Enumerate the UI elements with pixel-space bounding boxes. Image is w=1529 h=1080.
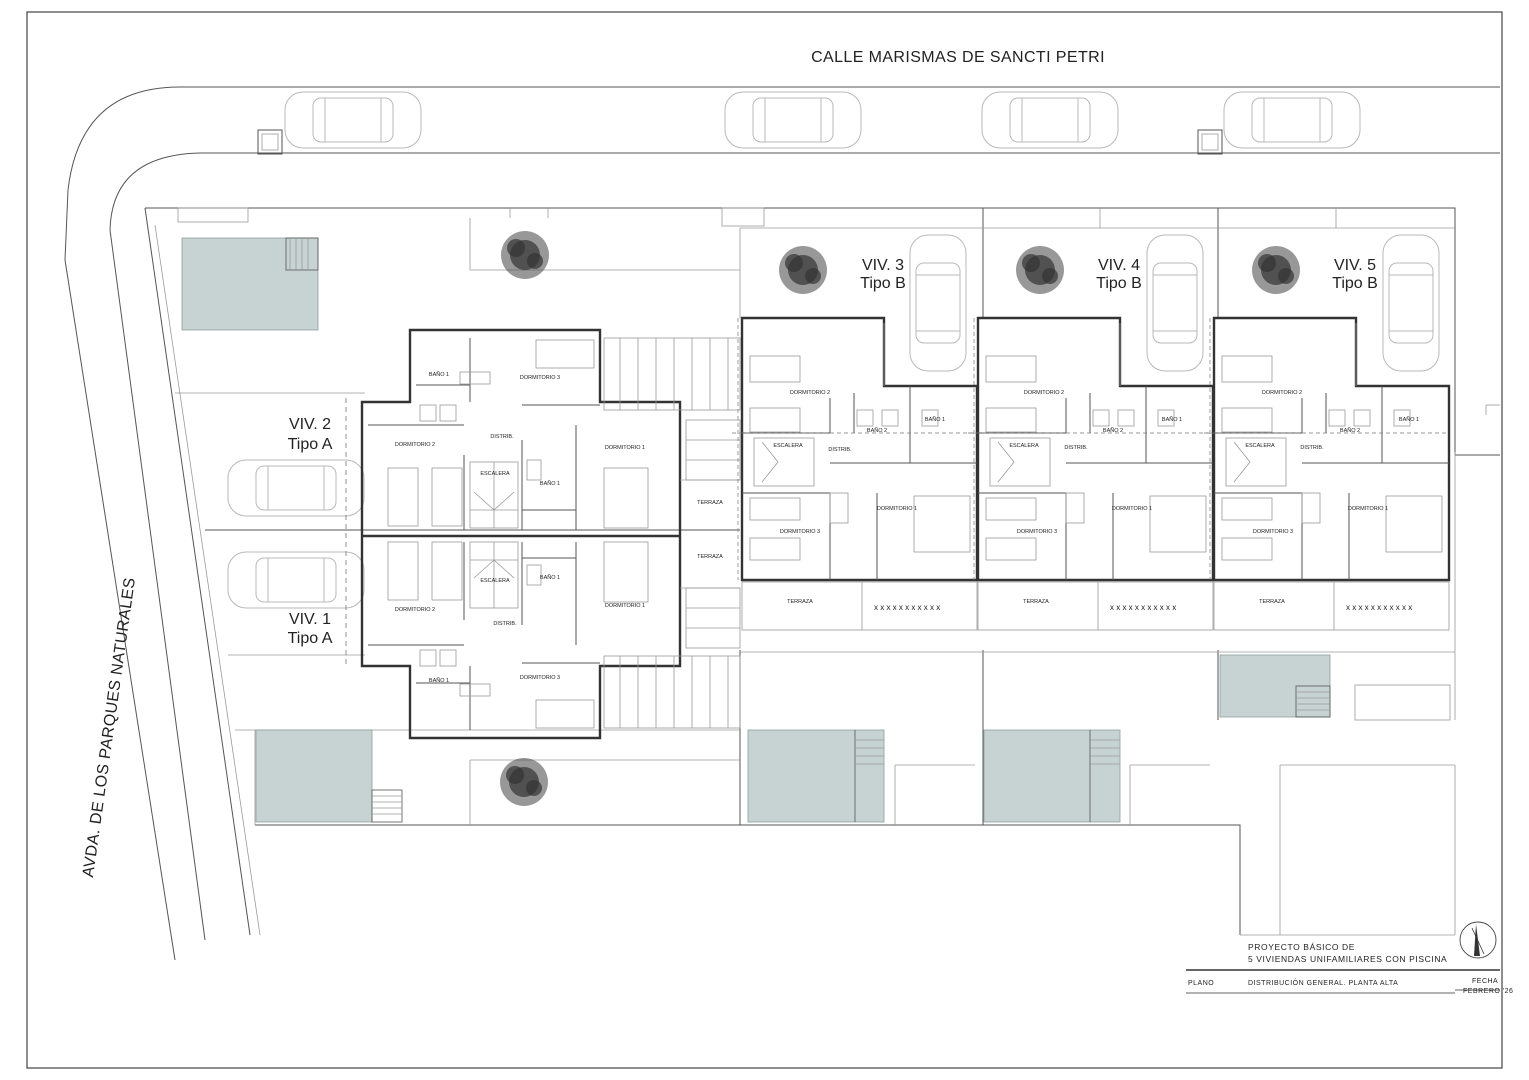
room-label: BAÑO 1: [1162, 416, 1182, 423]
room-label: BAÑO 1: [540, 574, 560, 581]
room-label: TERRAZA: [787, 599, 813, 605]
house-block-viv3: [730, 316, 979, 632]
room-label: DORMITORIO 2: [1024, 390, 1064, 396]
room-label: BAÑO 1: [925, 416, 945, 423]
room-label: DISTRIB.: [828, 447, 852, 453]
room-label: DORMITORIO 3: [780, 529, 820, 535]
tree-icon: [779, 246, 827, 294]
room-label: ESCALERA: [773, 443, 803, 449]
title-block: [1186, 969, 1500, 994]
unit-type-viv2: Tipo A: [288, 436, 333, 453]
room-label: BAÑO 1: [540, 480, 560, 487]
car-icon: [284, 91, 422, 149]
car-icon: [1223, 91, 1361, 149]
sidewalk-outer-curve: [64, 86, 1500, 261]
house-block-viv4: [966, 316, 1215, 632]
room-label: TERRAZA: [1023, 599, 1049, 605]
unit-name-viv5: VIV. 5: [1334, 257, 1376, 274]
room-label: DORMITORIO 3: [520, 675, 560, 681]
room-label: DORMITORIO 3: [1253, 529, 1293, 535]
room-label: BAÑO 1: [1399, 416, 1419, 423]
room-label: TERRAZA: [697, 554, 723, 560]
room-label: DORMITORIO 2: [790, 390, 830, 396]
car-icon: [724, 91, 862, 149]
tree-icon: [1016, 246, 1064, 294]
car-icon: [227, 551, 365, 609]
room-label: DORMITORIO 1: [1112, 506, 1152, 512]
plano-label: PLANO: [1188, 980, 1214, 987]
pool: [983, 729, 1121, 823]
room-label: TERRAZA: [697, 500, 723, 506]
unit-name-viv2: VIV. 2: [289, 416, 331, 433]
house-block-tipo-a: [345, 328, 741, 740]
unit-type-viv5: Tipo B: [1332, 275, 1378, 292]
plot-boundary-north: [145, 207, 1500, 456]
unit-type-viv4: Tipo B: [1096, 275, 1142, 292]
room-label: ESCALERA: [1245, 443, 1275, 449]
room-label: BAÑO 2: [1340, 427, 1360, 434]
room-label: DORMITORIO 2: [395, 442, 435, 448]
room-label: TERRAZA: [1259, 599, 1285, 605]
pool: [1219, 654, 1331, 718]
tree-icon: [1252, 246, 1300, 294]
room-label: BAÑO 2: [1103, 427, 1123, 434]
unit-name-viv4: VIV. 4: [1098, 257, 1140, 274]
room-label: DORMITORIO 1: [605, 445, 645, 451]
north-arrow-icon: [1459, 921, 1497, 959]
car-icon: [1382, 234, 1440, 372]
room-label: ESCALERA: [480, 578, 510, 584]
pool: [181, 237, 319, 331]
unit-type-viv3: Tipo B: [860, 275, 906, 292]
pool: [255, 729, 403, 823]
room-label: DORMITORIO 2: [395, 607, 435, 613]
plot-boundary-west: [144, 207, 251, 936]
room-label: DISTRIB.: [493, 621, 517, 627]
tree-icon: [500, 758, 548, 806]
car-icon: [227, 459, 365, 517]
room-label: DISTRIB.: [1064, 445, 1088, 451]
room-label: DORMITORIO 1: [877, 506, 917, 512]
room-label: DISTRIB.: [490, 434, 514, 440]
room-label: DORMITORIO 3: [520, 375, 560, 381]
bollard: [1197, 129, 1223, 155]
bollard: [257, 129, 283, 155]
room-label: BAÑO 1: [429, 677, 449, 684]
sheet-frame: [26, 11, 1503, 1069]
house-block-viv5: [1202, 316, 1451, 632]
unit-name-viv1: VIV. 1: [289, 611, 331, 628]
car-icon: [981, 91, 1119, 149]
plot-boundary-south: [255, 824, 1241, 935]
room-label: ESCALERA: [1009, 443, 1039, 449]
unit-name-viv3: VIV. 3: [862, 257, 904, 274]
unit-type-viv1: Tipo A: [288, 630, 333, 647]
room-label: DORMITORIO 1: [1348, 506, 1388, 512]
street-label-west: AVDA. DE LOS PARQUES NATURALES: [80, 576, 139, 878]
project-title-line1: PROYECTO BÁSICO DE: [1248, 942, 1355, 952]
room-label: DORMITORIO 1: [605, 603, 645, 609]
sidewalk-inner-curve: [109, 152, 1500, 231]
room-label: DISTRIB.: [1300, 445, 1324, 451]
room-label: ESCALERA: [480, 471, 510, 477]
project-title-line2: 5 VIVIENDAS UNIFAMILIARES CON PISCINA: [1248, 954, 1447, 964]
fecha-value: FEBRERO '26: [1463, 988, 1513, 995]
street-label-north: CALLE MARISMAS DE SANCTI PETRI: [811, 49, 1105, 66]
room-label: BAÑO 2: [867, 427, 887, 434]
room-label: BAÑO 1: [429, 371, 449, 378]
room-label: DORMITORIO 2: [1262, 390, 1302, 396]
car-icon: [1146, 234, 1204, 372]
plano-value: DISTRIBUCIÓN GENERAL. PLANTA ALTA: [1248, 978, 1398, 987]
tree-icon: [501, 231, 549, 279]
room-label: DORMITORIO 3: [1017, 529, 1057, 535]
fecha-label: FECHA: [1472, 978, 1498, 985]
car-icon: [909, 234, 967, 372]
pool: [747, 729, 885, 823]
